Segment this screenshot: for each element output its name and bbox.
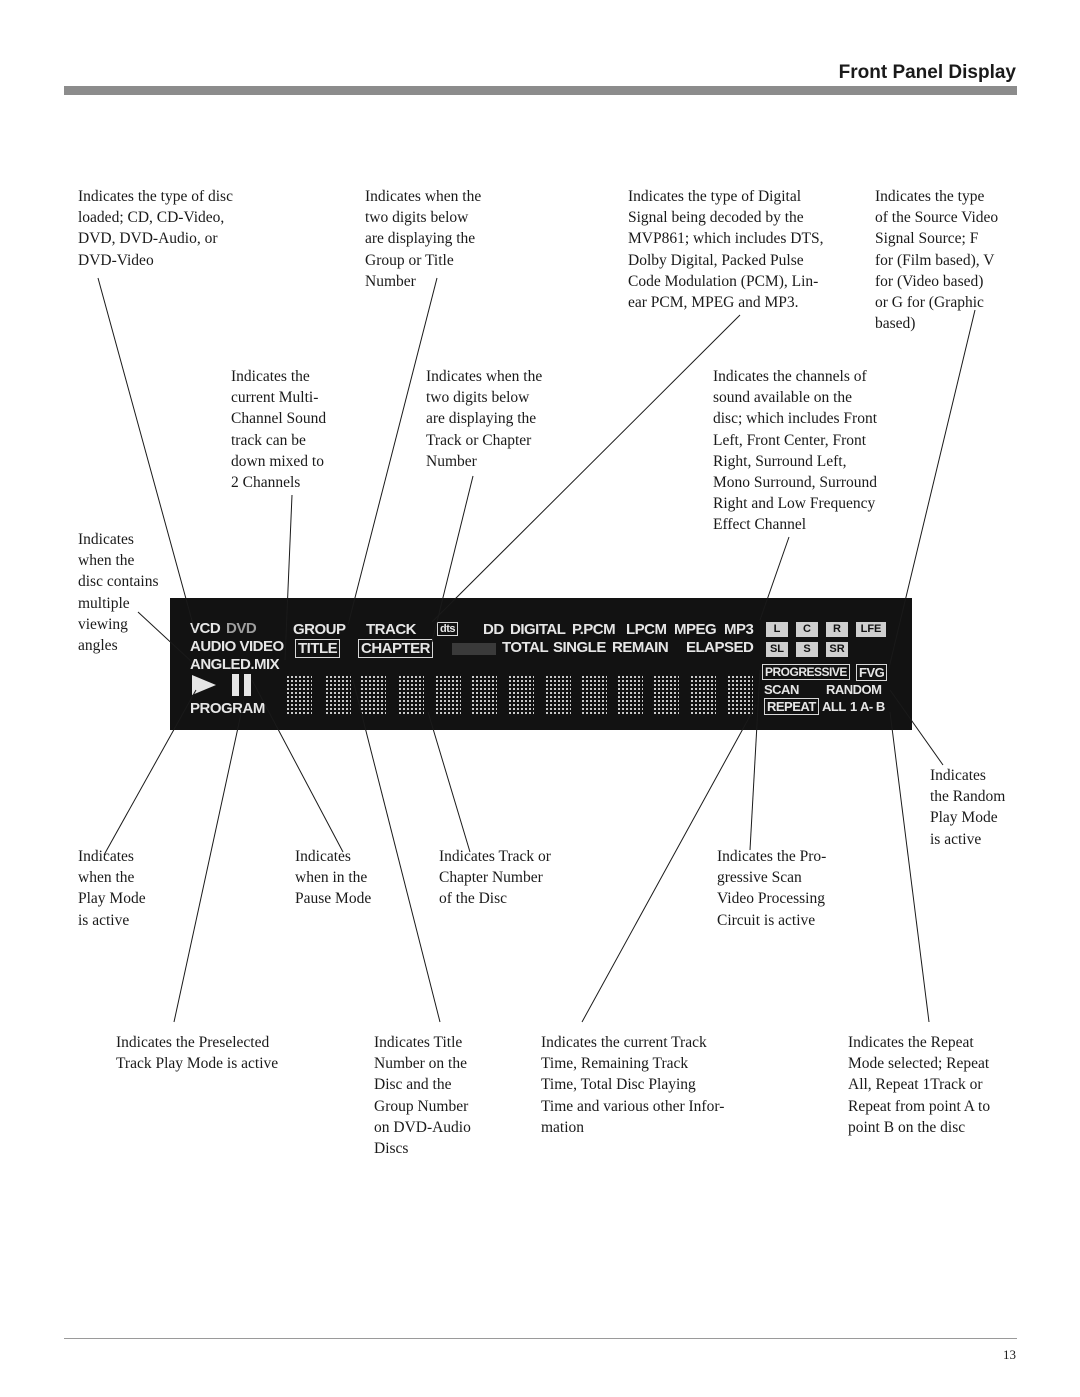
channel-s: S [796,642,818,657]
leader-random [889,689,944,766]
page-number: 13 [1003,1347,1016,1362]
time-digit-1 [435,675,461,715]
callout-track-number: Indicates Track or Chapter Number of the… [439,848,551,908]
leader-group-title [347,277,438,626]
pause-icon [232,674,254,696]
leader-progressive [749,669,761,851]
repeat-ab-label: A- B [860,699,885,714]
scan-label: SCAN [764,682,799,697]
channel-sr: SR [826,642,848,657]
fvg-label: FVG [856,664,888,681]
callout-digital-signal: Indicates the type of Digital Signal bei… [628,188,824,312]
callout-source-video: Indicates the type of the Source Video S… [875,188,999,333]
repeat-label: REPEAT [764,698,819,715]
page-title: Front Panel Display [838,62,1016,83]
time-digit-4 [545,675,571,715]
leader-downmix [284,494,293,661]
lpcm-label: LPCM [626,621,667,638]
title-label: TITLE [295,639,341,658]
callout-time: Indicates the current Track Time, Remain… [541,1034,725,1136]
dmix-label: D.MIX [240,656,280,673]
callout-track-chapter: Indicates when the two digits below are … [426,368,543,470]
angle-label: ANGLE [190,656,241,673]
callout-pause-mode: Indicates when in the Pause Mode [295,848,372,908]
track-digit-1 [360,675,386,715]
disc-audio-video-label: AUDIO VIDEO [190,638,284,655]
leader-time [581,704,757,1023]
callout-play-mode: Indicates when the Play Mode is active [78,848,146,929]
leader-track-number [427,711,471,853]
leader-program [173,699,245,1023]
callout-program: Indicates the Preselected Track Play Mod… [116,1034,279,1073]
leader-channels [759,536,790,621]
channel-l: L [766,622,788,637]
program-label: PROGRAM [190,700,265,717]
callout-angles: Indicates when the disc contains multipl… [78,531,159,655]
time-digit-7 [653,675,679,715]
channel-sl: SL [766,642,788,657]
leader-digital-signal [431,314,741,623]
random-label: RANDOM [826,682,882,697]
disc-vcd-label: VCD [190,620,221,637]
leader-title-number [352,679,441,1023]
leader-repeat [889,711,930,1023]
dts-logo: dts [437,622,458,636]
group-digit-1 [286,675,312,715]
remain-label: REMAIN [612,639,669,656]
repeat-one-label: 1 [850,699,857,714]
play-icon [192,675,216,695]
callout-repeat: Indicates the Repeat Mode selected; Repe… [848,1034,991,1136]
time-digit-6 [617,675,643,715]
time-digit-3 [508,675,534,715]
callout-disc-type: Indicates the type of disc loaded; CD, C… [78,188,233,269]
channel-r: R [826,622,848,637]
dolby-logo-icon: DD [483,621,504,638]
time-digit-2 [471,675,497,715]
leader-play-mode [103,689,197,856]
track-label: TRACK [366,621,417,638]
callout-title-number: Indicates Title Number on the Disc and t… [374,1034,471,1158]
callout-channels: Indicates the channels of sound availabl… [713,368,878,534]
callout-downmix: Indicates the current Multi- Channel Sou… [231,368,327,492]
time-digit-9 [727,675,753,715]
group-digit-2 [325,675,351,715]
callout-random: Indicates the Random Play Mode is active [930,767,1006,848]
repeat-all-label: ALL [822,699,846,714]
track-digit-2 [398,675,424,715]
total-label: TOTAL [502,639,549,656]
leader-track-chapter [431,475,474,643]
leader-angles [137,611,193,663]
footer-rule [64,1338,1017,1339]
mpeg-label: MPEG [674,621,717,638]
time-bar-indicator [452,643,496,655]
mp3-label: MP3 [724,621,754,638]
chapter-label: CHAPTER [358,639,434,658]
time-digit-8 [690,675,716,715]
time-digit-5 [581,675,607,715]
leader-disc-type [97,277,195,629]
elapsed-label: ELAPSED [686,639,754,656]
group-label: GROUP [293,621,346,638]
callout-progressive: Indicates the Pro- gressive Scan Video P… [717,848,827,929]
callout-group-title: Indicates when the two digits below are … [365,188,482,290]
single-label: SINGLE [553,639,606,656]
leader-pause-mode [251,679,344,853]
channel-lfe: LFE [856,622,886,637]
leader-source-video [887,309,976,673]
digital-label: DIGITAL [510,621,566,638]
channel-c: C [796,622,818,637]
disc-dvd-label: DVD [226,620,257,637]
progressive-label: PROGRESSIVE [762,664,850,680]
ppcm-label: P.PCM [572,621,616,638]
header-rule [64,86,1017,95]
